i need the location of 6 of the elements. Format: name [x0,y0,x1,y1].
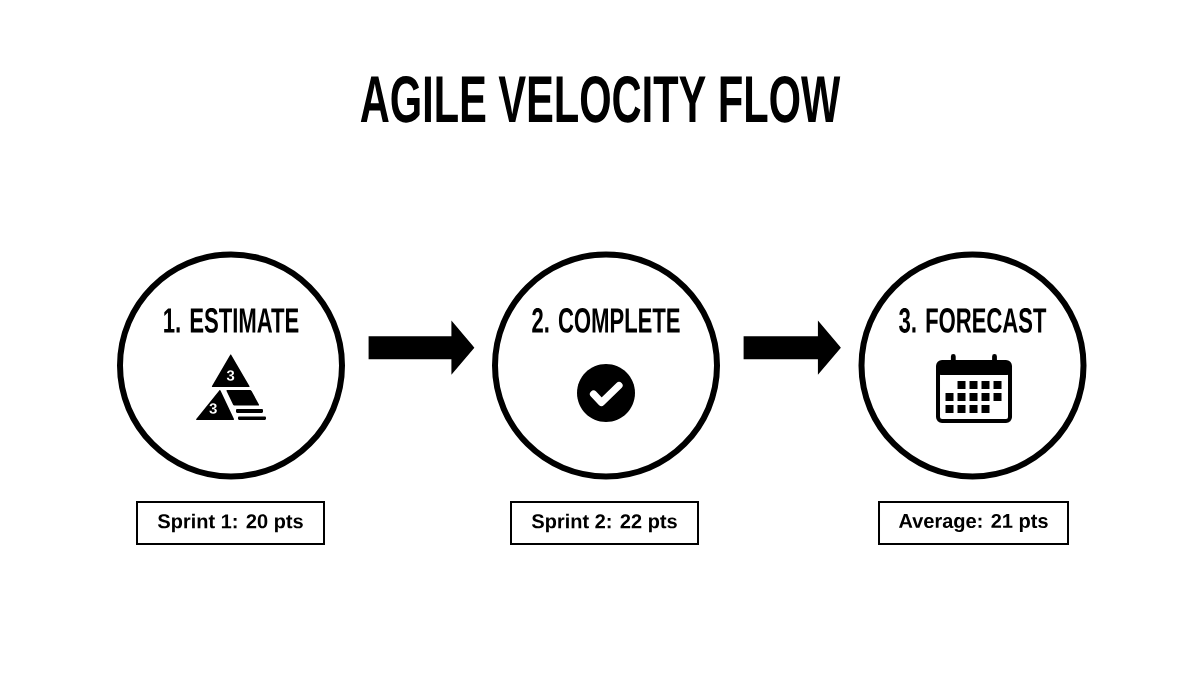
value-box: Sprint 2: 22 pts [510,501,699,545]
number-label: 3 [209,403,217,414]
title: AGILE VELOCITY FLOW [360,75,841,123]
value-box: Sprint 1: 20 pts [136,501,325,545]
number-label: 3 [226,370,235,381]
value-box: Average: 21 pts [878,501,1069,545]
